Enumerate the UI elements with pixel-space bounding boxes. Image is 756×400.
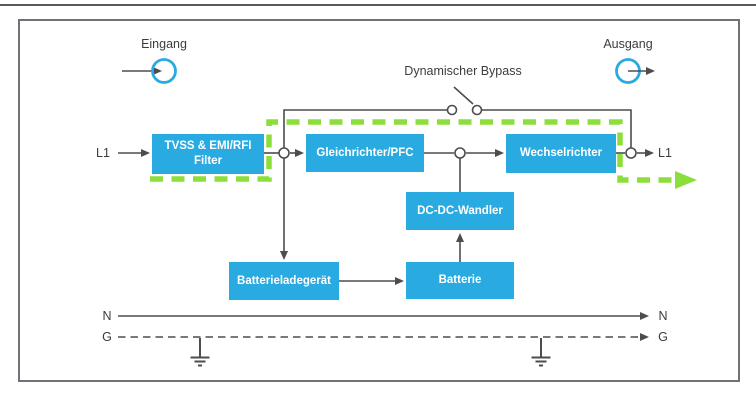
open-switch-icon (446, 86, 483, 116)
neutral-right-label: N (658, 309, 668, 323)
bypass-wire-right (482, 109, 632, 148)
phase-in-label: L1 (96, 146, 110, 160)
block-tvss-emi-rfi-filter: TVSS & EMI/RFI Filter (152, 134, 264, 174)
output-terminal-icon (615, 58, 655, 84)
bypass-label: Dynamischer Bypass (404, 64, 522, 78)
input-terminal-icon (122, 58, 177, 84)
block-inverter: Wechselrichter (506, 134, 616, 173)
junction-node-dc-bus (454, 147, 466, 159)
ground-left-label: G (102, 330, 112, 344)
block-battery: Batterie (406, 262, 514, 299)
earth-ground-icon (190, 338, 210, 367)
wiring-lines (118, 109, 654, 341)
output-label: Ausgang (603, 37, 653, 51)
green-power-path (150, 119, 697, 189)
top-divider (0, 4, 756, 6)
junction-node-filter-output (278, 147, 290, 159)
input-label: Eingang (141, 37, 187, 51)
block-rectifier-pfc: Gleichrichter/PFC (306, 134, 424, 172)
bypass-wire-left (283, 109, 447, 148)
neutral-left-label: N (102, 309, 112, 323)
ground-right-label: G (658, 330, 668, 344)
junction-node-output (625, 147, 637, 159)
earth-ground-icon (531, 338, 551, 367)
block-battery-charger: Batterieladegerät (229, 262, 339, 300)
block-dc-dc-converter: DC-DC-Wandler (406, 192, 514, 230)
phase-out-label: L1 (658, 146, 672, 160)
